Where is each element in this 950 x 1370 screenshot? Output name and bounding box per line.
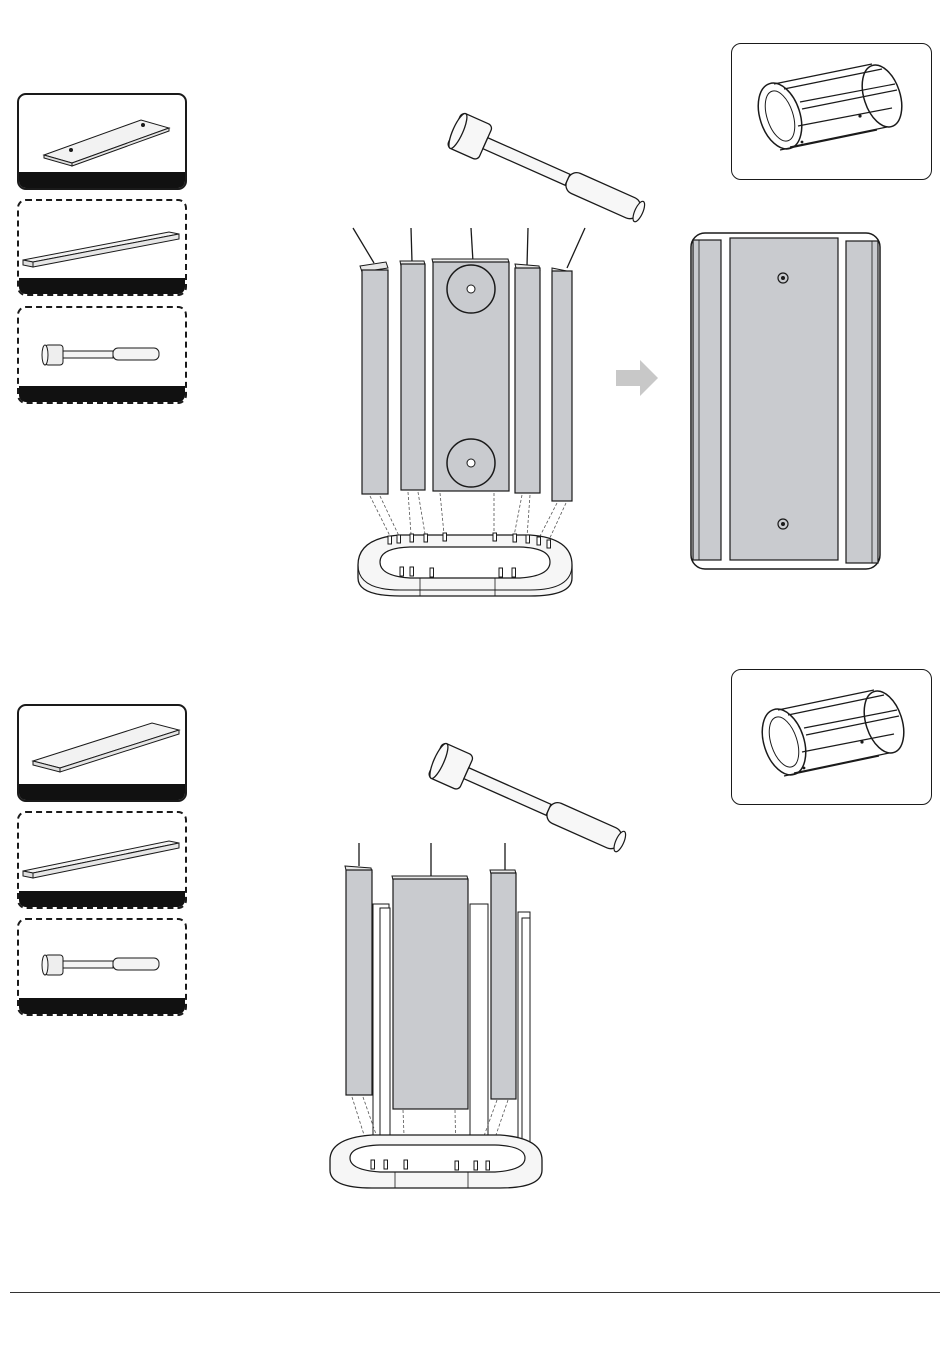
slat-right	[490, 870, 516, 1099]
footer-divider	[10, 1292, 940, 1293]
next-step-arrow-icon	[616, 360, 658, 396]
rubber-mallet-icon	[446, 112, 651, 231]
oval-base-ring	[330, 1135, 542, 1188]
slat-right-outer	[552, 268, 572, 501]
rubber-mallet-icon	[427, 742, 632, 861]
assembled-panel-closeup	[691, 233, 880, 569]
slat-right-inner	[515, 264, 540, 493]
wide-center-panel	[392, 876, 468, 1109]
slat-left-outer	[360, 262, 388, 494]
leader-lines	[359, 843, 505, 876]
slat-left-inner	[400, 261, 425, 490]
center-panel	[432, 259, 509, 491]
slat-left	[345, 866, 372, 1095]
